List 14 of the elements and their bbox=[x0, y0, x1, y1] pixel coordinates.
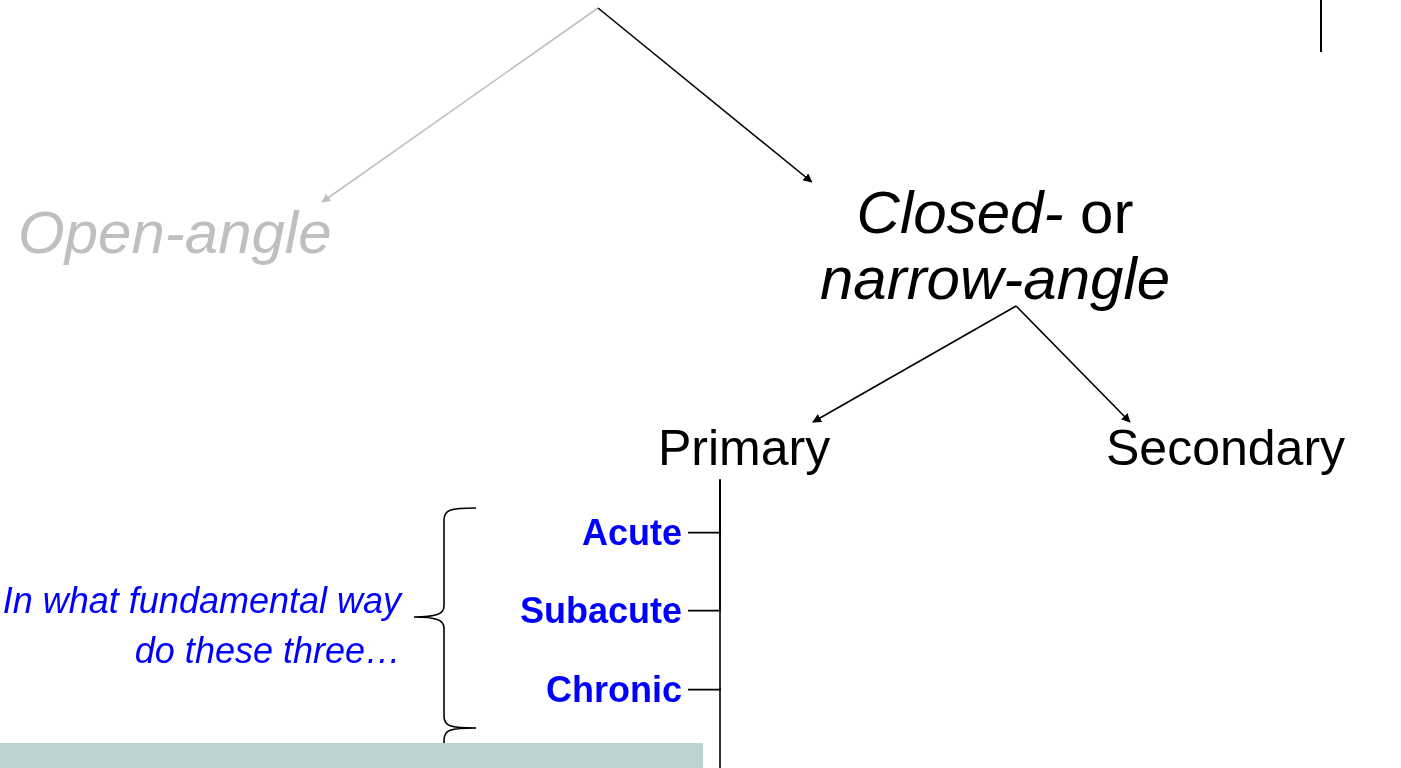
branch-line bbox=[687, 478, 721, 691]
arrow bbox=[812, 305, 1017, 423]
arrow bbox=[597, 7, 813, 183]
category-label: Primary bbox=[658, 420, 831, 478]
subtype-label: Subacute bbox=[519, 589, 688, 633]
question-text: In what fundamental way do these three… bbox=[1, 579, 401, 674]
category-label: Secondary bbox=[1106, 420, 1346, 478]
answer-box bbox=[0, 743, 703, 768]
subtype-label: Chronic bbox=[546, 668, 688, 712]
arrow bbox=[321, 7, 599, 203]
category-label: Open-angle bbox=[18, 200, 332, 266]
category-label: Closed- or narrow-angle bbox=[760, 180, 1230, 312]
arrow bbox=[1015, 305, 1131, 423]
subtype-label: Acute bbox=[581, 511, 688, 555]
